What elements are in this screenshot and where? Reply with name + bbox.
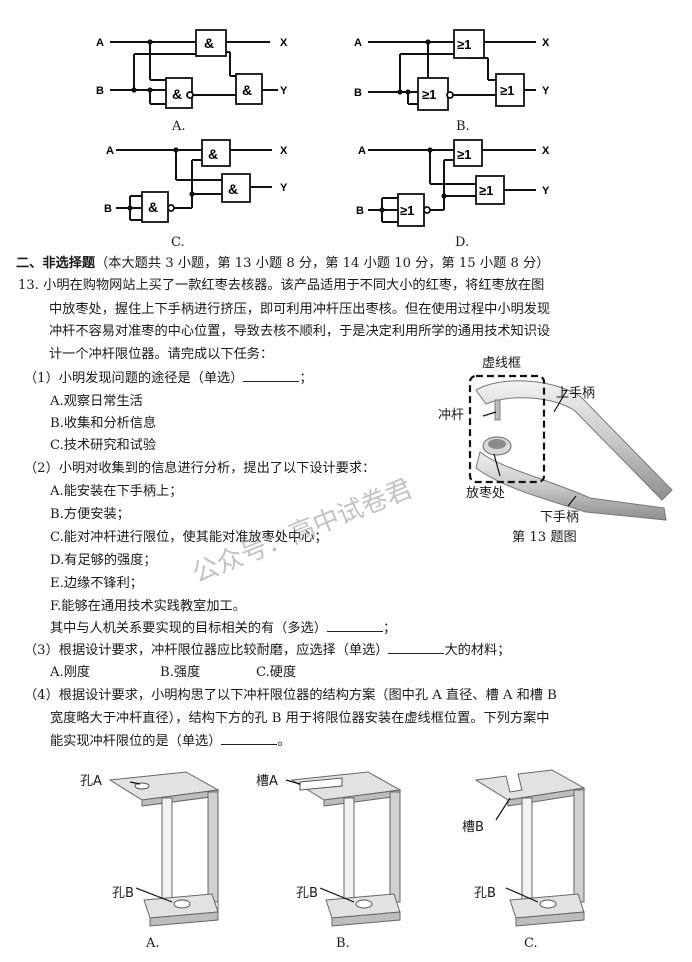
part1-option-b: B.收集和分析信息 [50, 416, 157, 431]
circuit-a: & & & A B X Y [96, 29, 288, 109]
q13-intro-line-3: 冲杆不容易对准枣的中心位置，导致去核不顺利，于是决定利用所学的通用技术知识设 [49, 324, 551, 339]
output-x-label: X [280, 37, 288, 49]
circuit-b: ≥1 ≥1 ≥1 A B X Y [354, 29, 550, 111]
input-b-label: B [356, 205, 364, 217]
gate-label: ≥1 [400, 203, 414, 218]
part4-end: 。 [277, 734, 291, 749]
input-b-label: B [104, 203, 112, 215]
gate-label: ≥1 [479, 183, 493, 198]
option-c-bottom-label: 孔B [474, 886, 496, 901]
upper-handle-label: 上手柄 [556, 386, 596, 401]
q13-part3-stem: （3）根据设计要求，冲杆限位器应比较耐磨，应选择（单选） 大的材料； [24, 641, 510, 661]
option-a-top-label: 孔A [80, 774, 102, 789]
q13-part4-line-3: 能实现冲杆限位的是（单选） 。 [50, 732, 291, 752]
lower-handle-label: 下手柄 [540, 510, 580, 525]
part1-end: ； [299, 371, 313, 386]
gate-label: & [208, 146, 218, 162]
answer-blank[interactable] [326, 619, 383, 632]
part4-line3-text: 能实现冲杆限位的是（单选） [50, 734, 222, 749]
option-b-top-label: 槽A [256, 774, 278, 789]
part2-tail: 其中与人机关系要实现的目标相关的有（多选） ； [50, 619, 396, 639]
q13-intro-line-2: 中放枣处，握住上下手柄进行挤压，即可利用冲杆压出枣核。但在使用过程中小明发现 [49, 302, 551, 317]
option-a-figure [108, 771, 220, 927]
option-b-bottom-label: 孔B [296, 886, 318, 901]
output-x-label: X [542, 145, 550, 157]
part2-tail-end: ； [382, 621, 397, 636]
option-c-top-label: 槽B [462, 820, 484, 835]
q13-part2-stem: （2）小明对收集到的信息进行分析，提出了以下设计要求： [24, 461, 376, 476]
dashed-box-label: 虚线框 [482, 356, 522, 371]
part3-option-c: C.硬度 [256, 665, 297, 680]
part2-option-e: E.边缘不锋利； [50, 576, 143, 591]
option-b-figure [285, 771, 402, 927]
q13-part4-line-2: 宽度略大于冲杆直径），结构下方的孔 B 用于将限位器安装在虚线框位置。下列方案中 [50, 711, 550, 726]
part2-option-b: B.方便安装； [50, 507, 130, 522]
part2-option-f: F.能够在通用技术实践教室加工。 [50, 599, 246, 614]
answer-blank[interactable] [243, 369, 300, 382]
input-a-label: A [358, 145, 366, 157]
section-title: 二、非选择题 [16, 256, 96, 271]
answer-blank[interactable] [388, 641, 445, 654]
option-c-caption: C. [524, 936, 538, 951]
gate-label: & [242, 82, 252, 98]
gate-label: & [172, 86, 182, 102]
q13-intro-line-1: 13. 小明在购物网站上买了一款红枣去核器。该产品适用于不同大小的红枣，将红枣放… [18, 278, 545, 293]
output-y-label: Y [280, 182, 288, 194]
part2-option-d: D.有足够的强度； [50, 553, 157, 568]
part2-option-c: C.能对冲杆进行限位，使其能对准放枣处中心； [50, 530, 328, 545]
part1-option-a: A.观察日常生活 [50, 394, 143, 409]
circuit-c-caption: C. [171, 235, 185, 250]
circuit-b-caption: B. [456, 119, 470, 134]
output-y-label: Y [542, 185, 550, 197]
part1-option-c: C.技术研究和试验 [50, 438, 157, 453]
output-x-label: X [280, 145, 288, 157]
gate-label: ≥1 [500, 83, 514, 98]
answer-blank[interactable] [221, 732, 278, 745]
output-x-label: X [542, 37, 550, 49]
part3-option-a: A.刚度 [50, 665, 91, 680]
option-a-caption: A. [146, 936, 160, 951]
circuit-c: & & & A B X Y [104, 139, 288, 223]
input-a-label: A [354, 37, 362, 49]
gate-label: & [148, 199, 158, 215]
input-a-label: A [106, 145, 114, 157]
q13-intro-line-4: 计一个冲杆限位器。请完成以下任务： [49, 347, 274, 362]
part3-option-b: B.强度 [160, 665, 201, 680]
part2-tail-text: 其中与人机关系要实现的目标相关的有（多选） [50, 621, 327, 636]
punch-rod-label: 冲杆 [438, 408, 465, 423]
part2-option-a: A.能安装在下手柄上； [50, 484, 183, 499]
option-b-caption: B. [336, 936, 350, 951]
output-y-label: Y [542, 85, 550, 97]
part3-after: 大的材料； [444, 643, 511, 658]
gate-label: & [204, 35, 214, 51]
part3-stem-text: （3）根据设计要求，冲杆限位器应比较耐磨，应选择（单选） [24, 643, 389, 658]
input-a-label: A [96, 37, 104, 49]
circuit-d: ≥1 ≥1 ≥1 A B X Y [356, 139, 550, 227]
part1-stem-text: （1）小明发现问题的途径是（单选） [24, 371, 244, 386]
q13-part1-stem: （1）小明发现问题的途径是（单选） ； [24, 369, 313, 389]
date-pitter-figure [468, 374, 673, 521]
input-b-label: B [354, 87, 362, 99]
option-a-bottom-label: 孔B [112, 886, 134, 901]
input-b-label: B [96, 85, 104, 97]
circuit-a-caption: A. [172, 119, 186, 134]
gate-label: ≥1 [422, 87, 436, 102]
circuit-d-caption: D. [455, 235, 470, 250]
figure13-caption: 第 13 题图 [512, 530, 577, 545]
gate-label: & [228, 181, 238, 197]
section-heading: 二、非选择题（本大题共 3 小题，第 13 小题 8 分，第 14 小题 10 … [16, 254, 549, 274]
option-c-figure [474, 769, 586, 927]
output-y-label: Y [280, 85, 288, 97]
gate-label: ≥1 [457, 147, 471, 162]
q13-part4-line-1: （4）根据设计要求，小明构思了以下冲杆限位器的结构方案（图中孔 A 直径、槽 A… [24, 688, 557, 703]
gate-label: ≥1 [457, 37, 471, 52]
section-desc: （本大题共 3 小题，第 13 小题 8 分，第 14 小题 10 分，第 15… [95, 256, 550, 271]
placement-label: 放枣处 [466, 486, 506, 501]
